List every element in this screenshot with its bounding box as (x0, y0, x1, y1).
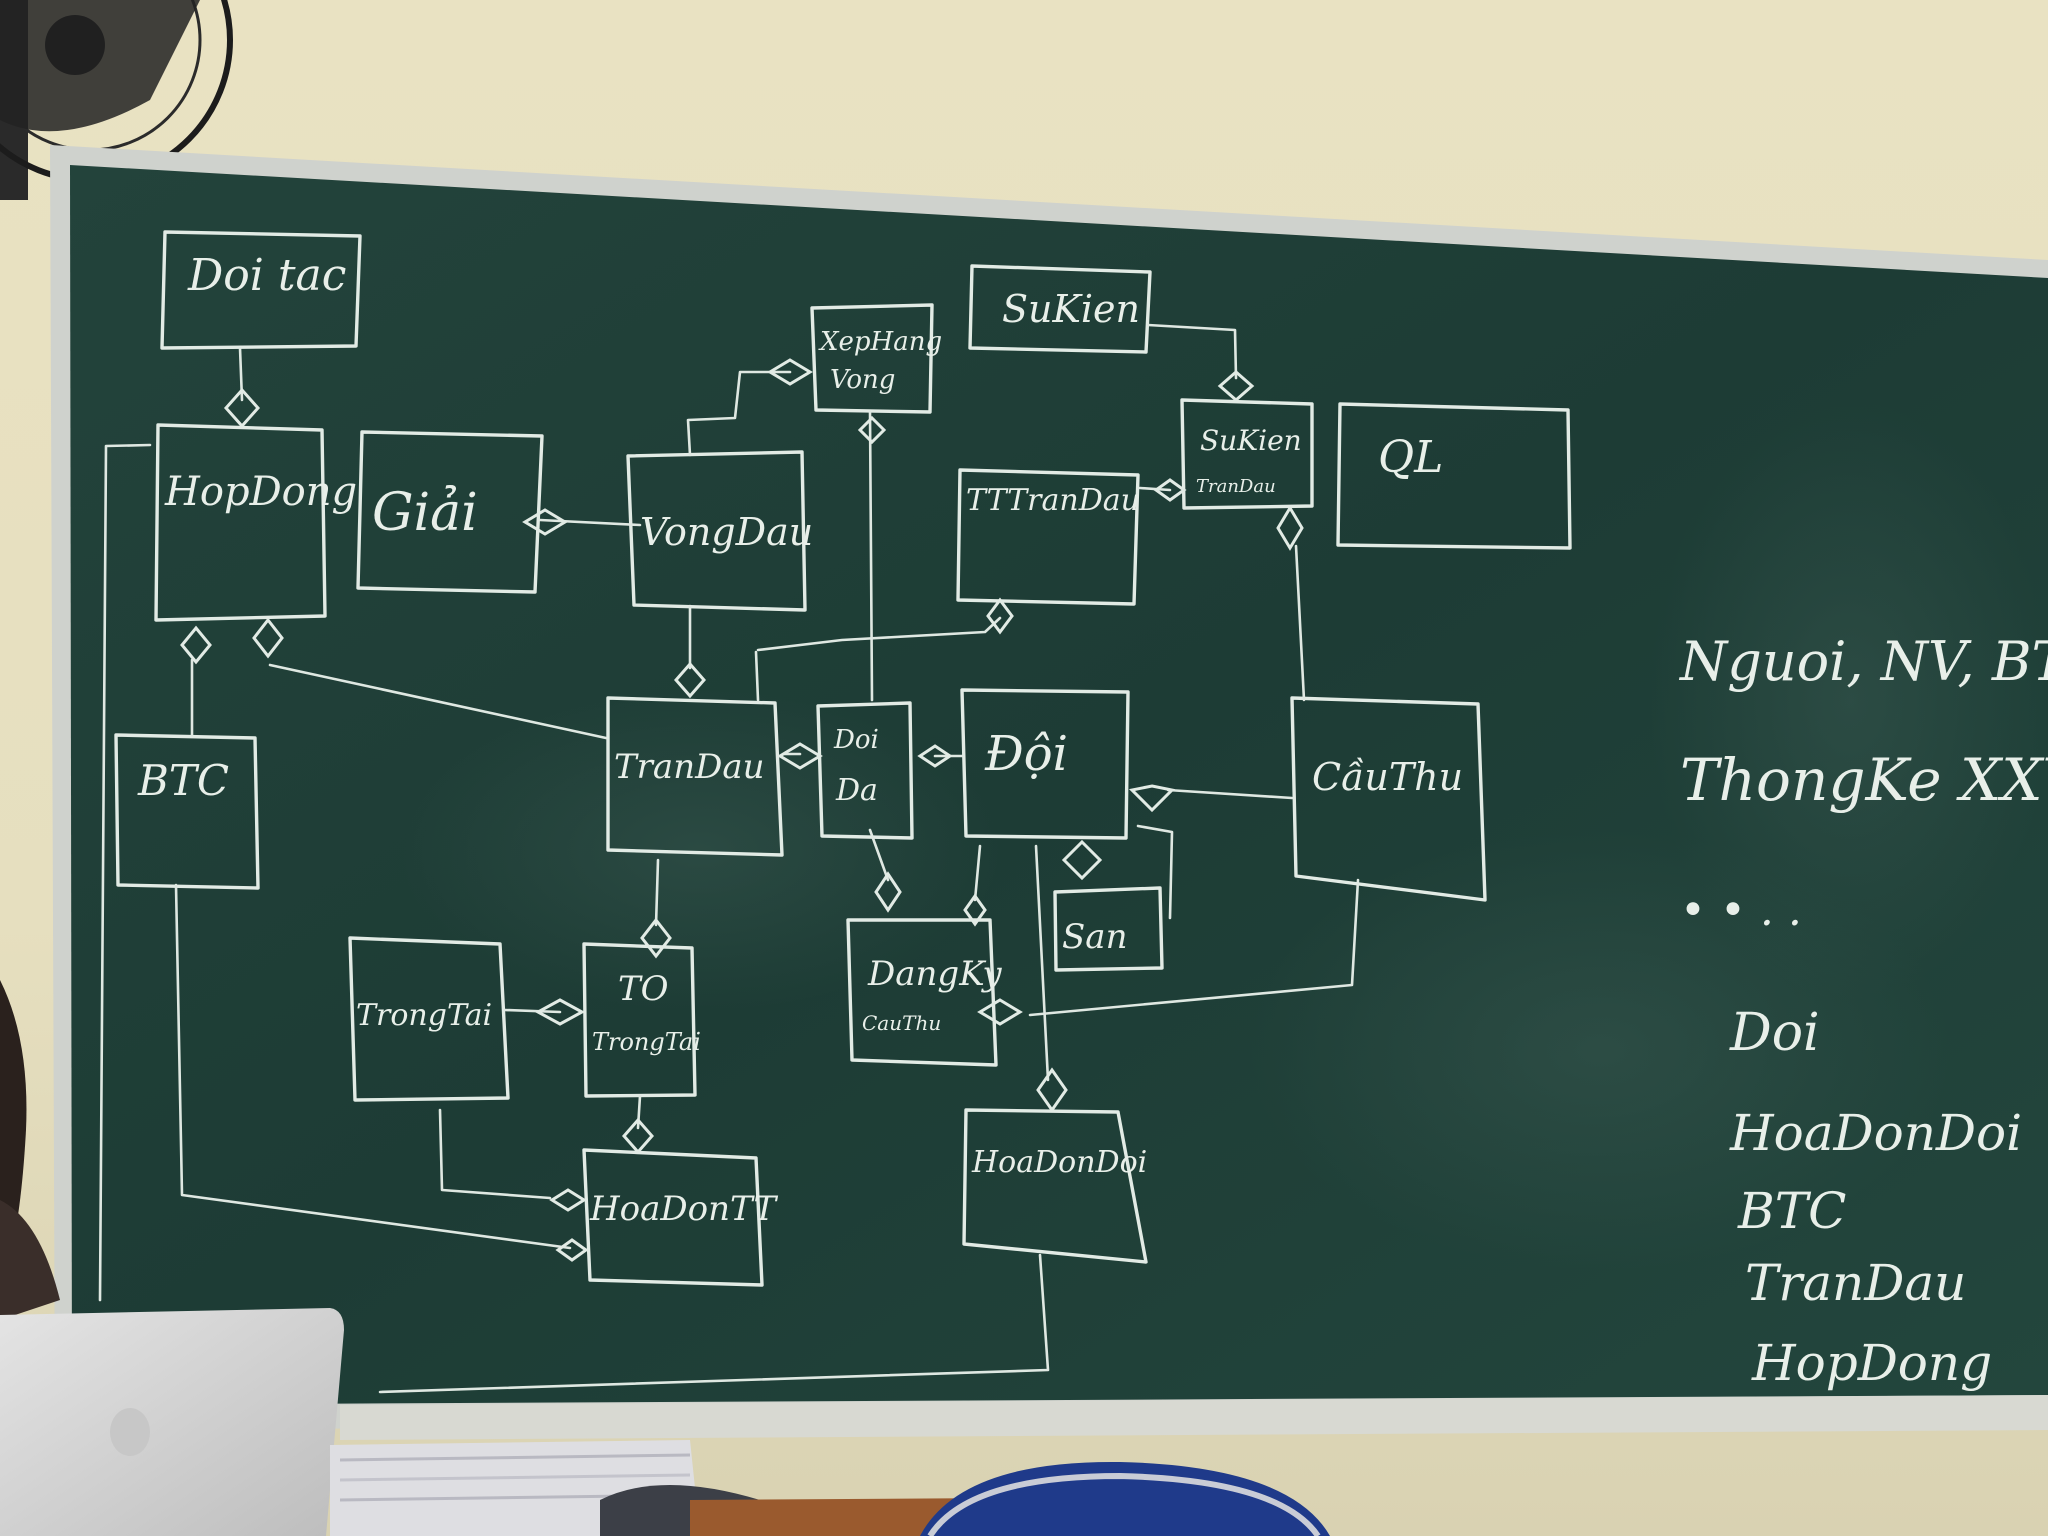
label-totrongtai-1: TO (618, 969, 669, 1009)
box-totrongtai (582, 942, 697, 1098)
box-sukien (968, 264, 1152, 354)
box-dangky (846, 918, 998, 1067)
box-giai (356, 430, 544, 594)
box-xephang (810, 303, 934, 414)
label-hoadondoi: HoaDonDoi (971, 1145, 1147, 1180)
chair (920, 1461, 1330, 1536)
box-san (1053, 886, 1164, 972)
box-doitac (160, 230, 362, 350)
label-ql: QL (1378, 432, 1443, 483)
note-list-4: TranDau (1745, 1254, 1966, 1312)
label-sukientd-1: SuKien (1200, 424, 1302, 457)
box-doida (816, 701, 914, 840)
label-doi: Đội (984, 726, 1068, 782)
label-san: San (1062, 917, 1127, 957)
label-doitac: Doi tac (187, 250, 346, 301)
label-doida-1: Doi (833, 725, 879, 755)
label-dangky-1: DangKy (867, 954, 1002, 994)
label-cauthu: CầuThu (1312, 755, 1463, 799)
box-trandau (606, 696, 784, 857)
diagram-labels: Doi tac HopDong Giải VongDau XepHang Von… (137, 250, 1463, 1229)
box-cauthu (1290, 696, 1487, 902)
wall-fan (0, 0, 233, 200)
apple-logo-icon (110, 1408, 150, 1456)
label-sukientd-2: TranDau (1196, 476, 1276, 497)
label-hoadontt: HoaDonTT (589, 1189, 778, 1229)
note-list-5: HopDong (1751, 1334, 1992, 1392)
person-hand (0, 1200, 60, 1320)
label-xephang-2: Vong (830, 365, 895, 395)
laptop (0, 1308, 344, 1536)
box-trongtai (348, 936, 510, 1102)
box-hopdong (154, 423, 327, 622)
label-trandau: TranDau (614, 747, 765, 787)
label-totrongtai-2: TrongTai (592, 1028, 701, 1056)
diagram-boxes (114, 230, 1572, 1287)
note-line-1: Nguoi, NV, BTC, (1678, 630, 2048, 693)
note-line-3: • • . . (1680, 885, 1802, 936)
box-btc (114, 733, 260, 890)
foreground (0, 980, 1330, 1536)
board-notes: Nguoi, NV, BTC, ThongKe XXY • • . . Doi … (1678, 630, 2048, 1392)
box-hoadontt (582, 1148, 764, 1287)
note-line-2: ThongKe XXY (1680, 746, 2048, 814)
box-vongdau (626, 450, 807, 612)
note-list-3: BTC (1737, 1182, 1846, 1240)
chalkboard (50, 145, 2048, 1440)
label-doida-2: Da (835, 773, 878, 808)
label-dangky-2: CauThu (862, 1011, 941, 1035)
label-trongtai: TrongTai (356, 998, 492, 1033)
note-list-2: HoaDonDoi (1729, 1104, 2022, 1162)
label-tttrandau: TTTranDau (966, 483, 1140, 518)
note-list-1: Doi (1729, 1003, 1820, 1063)
box-hoadondoi (962, 1108, 1148, 1264)
label-xephang-1: XepHang (818, 327, 942, 357)
diagram-connectors (98, 323, 1360, 1394)
box-ql (1336, 402, 1572, 550)
box-doi (960, 688, 1130, 840)
label-hopdong: HopDong (164, 469, 357, 515)
label-sukien: SuKien (1002, 287, 1140, 331)
box-sukientd (1180, 398, 1314, 510)
aggregation-diamonds (180, 358, 1304, 1262)
label-giai: Giải (372, 483, 478, 543)
label-vongdau: VongDau (640, 510, 813, 554)
label-btc: BTC (137, 756, 229, 805)
box-tttrandau (956, 468, 1140, 606)
